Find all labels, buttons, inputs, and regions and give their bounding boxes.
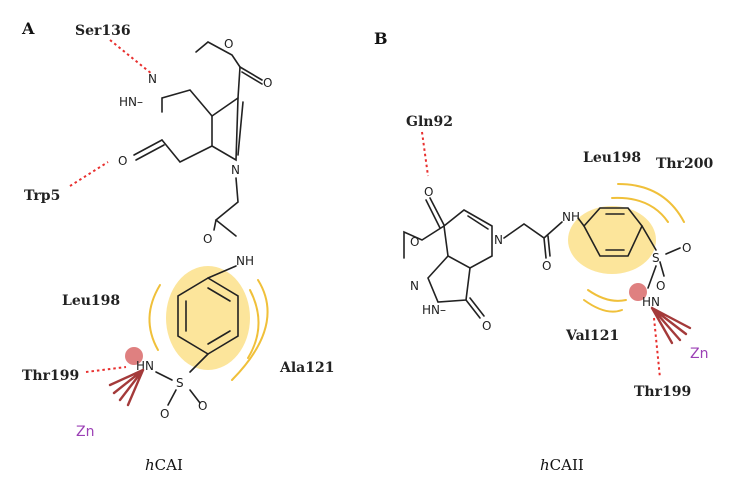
caption-a-italic: h [145, 456, 155, 474]
carbonyl-oxygen-b: O [424, 185, 433, 199]
arc-val121-b1 [587, 289, 627, 302]
metal-zn-a: Zn [76, 424, 94, 440]
arc-ala121-a2 [231, 279, 269, 381]
ester-link-a [237, 66, 241, 99]
hbond-ser136-a [109, 39, 153, 75]
panel-b-letter: B [374, 29, 388, 48]
aryl-nh-bond-a [207, 265, 237, 279]
ring-nitrogen-b: N [410, 279, 419, 293]
amide-oxygen-a: O [203, 232, 212, 246]
ester-bond-a [195, 41, 241, 68]
residue-ala121-a: Ala121 [279, 360, 334, 376]
caption-a: hCAI [145, 456, 183, 474]
zinc-coordination-b [650, 306, 692, 345]
ring-hn-b: HN– [422, 303, 446, 317]
linker-bond-a [213, 177, 239, 237]
keto-oxygen-b: O [482, 319, 491, 333]
metal-zn-b: Zn [690, 346, 708, 362]
sn-bond-a [155, 371, 173, 381]
caption-b-rest: CAII [550, 456, 584, 474]
sn-bond-b [647, 265, 657, 289]
residue-thr199-a: Thr199 [22, 368, 79, 384]
panel-b: B Gln92 O O N N HN– O O NH S O O HN [374, 29, 713, 474]
pyridine-nitrogen-a: N [231, 163, 240, 177]
caption-b: hCAII [540, 456, 584, 474]
panel-a: A O O N HN– O N O NH S O O HN [21, 19, 334, 474]
arc-val121-b2 [583, 299, 623, 313]
amide-oxygen-b: O [542, 259, 551, 273]
residue-ser136-a: Ser136 [75, 23, 131, 39]
sulfonyl-bonds-b [659, 247, 681, 277]
sulfur-b: S [652, 251, 660, 265]
hydrophobic-glow-a [166, 266, 250, 370]
residue-leu198-b: Leu198 [583, 150, 641, 166]
hbond-gln92-b [421, 131, 429, 177]
keto-oxygen-a: O [118, 154, 127, 168]
sulfonyl-oxygen-b1: O [682, 241, 691, 255]
ring-nitrogen-a: N [148, 72, 157, 86]
arc-leu198-a [148, 284, 161, 351]
ester-oxygen-a: O [224, 37, 233, 51]
ring-hn-a: HN– [119, 95, 143, 109]
residue-leu198-a: Leu198 [62, 293, 120, 309]
hbond-thr199-b [653, 317, 661, 379]
aryl-s-bond-a [189, 353, 209, 373]
sulfonyl-oxygen-a2: O [198, 399, 207, 413]
arc-ala121-a1 [247, 289, 260, 359]
sulfonyl-oxygen-b2: O [656, 279, 665, 293]
pyridine-ring-a [211, 97, 244, 162]
sulfur-a: S [176, 376, 184, 390]
ester-oxygen-b: O [410, 235, 419, 249]
hbond-thr199-a [85, 366, 127, 373]
sulfonamide-hn-a: HN [136, 359, 154, 373]
carbonyl-oxygen-a: O [263, 76, 272, 90]
sulfonyl-bonds-a [167, 389, 201, 406]
aryl-nh-bond-b [577, 217, 585, 227]
residue-trp5-a: Trp5 [24, 188, 60, 204]
keto-bond-b [465, 297, 485, 319]
linker-bond-b [503, 221, 563, 259]
pyridine-nitrogen-b: N [494, 233, 503, 247]
zinc-coordination-a [108, 368, 145, 407]
pyridine-ring-b [443, 209, 493, 269]
sulfonyl-oxygen-a1: O [160, 407, 169, 421]
caption-b-italic: h [540, 456, 550, 474]
amide-nh-b: NH [562, 210, 580, 224]
hydrophobic-glow-b [568, 206, 656, 274]
ester-bond-b [403, 225, 445, 259]
residue-thr199-b: Thr199 [634, 384, 691, 400]
arc-thr200-b2 [617, 183, 685, 223]
keto-bond-a [133, 139, 165, 161]
hbond-trp5-a [69, 161, 109, 187]
carbonyl-bond-a [239, 66, 263, 85]
residue-gln92-b: Gln92 [406, 114, 453, 130]
carbonyl-bond-b [425, 197, 445, 229]
zinc-site-b [629, 283, 647, 301]
arc-thr200-b1 [611, 196, 669, 223]
caption-a-rest: CAI [155, 456, 183, 474]
aryl-s-bond-b [641, 225, 657, 251]
zinc-site-a [125, 347, 143, 365]
sulfonamide-hn-b: HN [642, 295, 660, 309]
pyrazole-ring-a [161, 89, 213, 164]
panel-a-letter: A [21, 19, 35, 38]
amide-nh-a: NH [236, 254, 254, 268]
residue-thr200-b: Thr200 [656, 156, 713, 172]
pyrazole-ring-b [427, 255, 471, 303]
residue-val121-b: Val121 [565, 328, 619, 344]
